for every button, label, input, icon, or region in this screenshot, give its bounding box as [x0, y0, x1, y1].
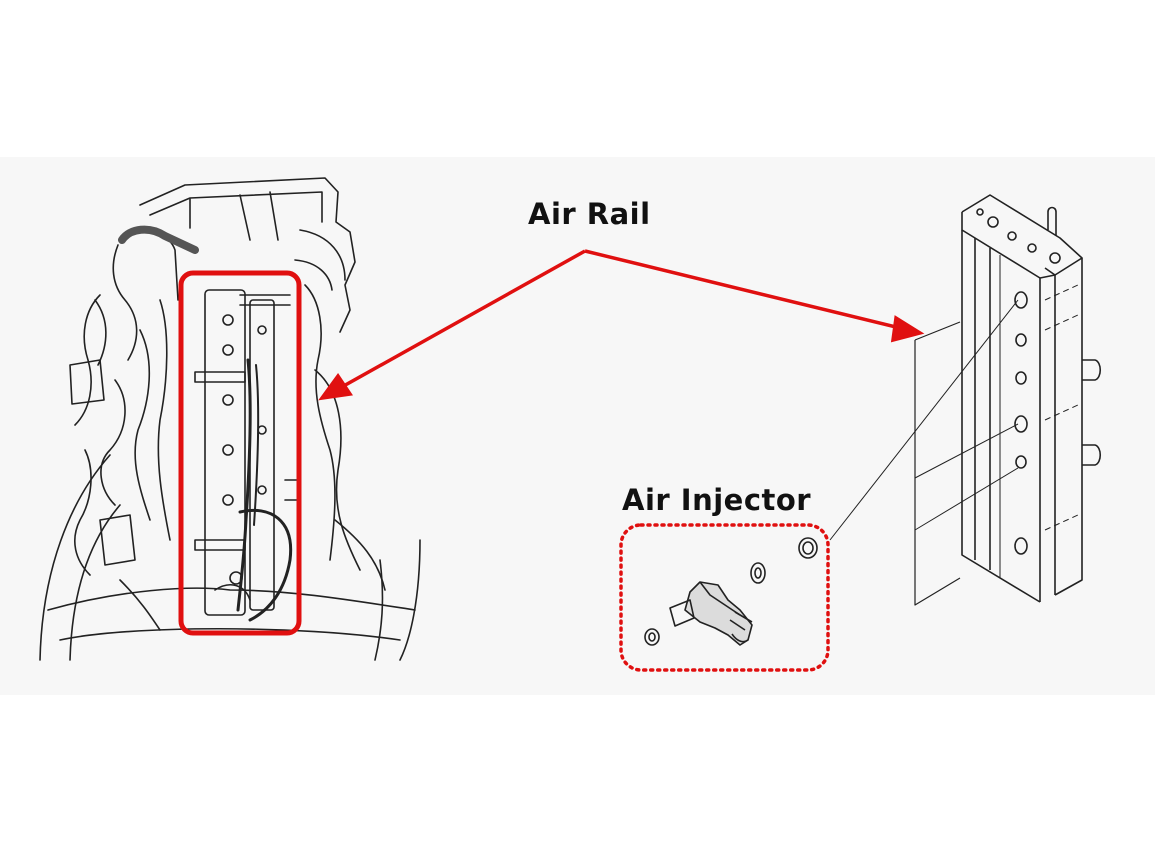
air-rail-callout-arrows	[318, 249, 925, 401]
air-injector-label: Air Injector	[622, 483, 812, 517]
air-rail-illustration	[829, 194, 1102, 606]
air-injector-illustration	[644, 537, 818, 646]
air-rail-highlight-box	[178, 270, 302, 636]
engine-illustration	[39, 177, 421, 661]
air-rail-label: Air Rail	[528, 197, 651, 231]
air-injector-highlight-outline	[619, 523, 830, 672]
